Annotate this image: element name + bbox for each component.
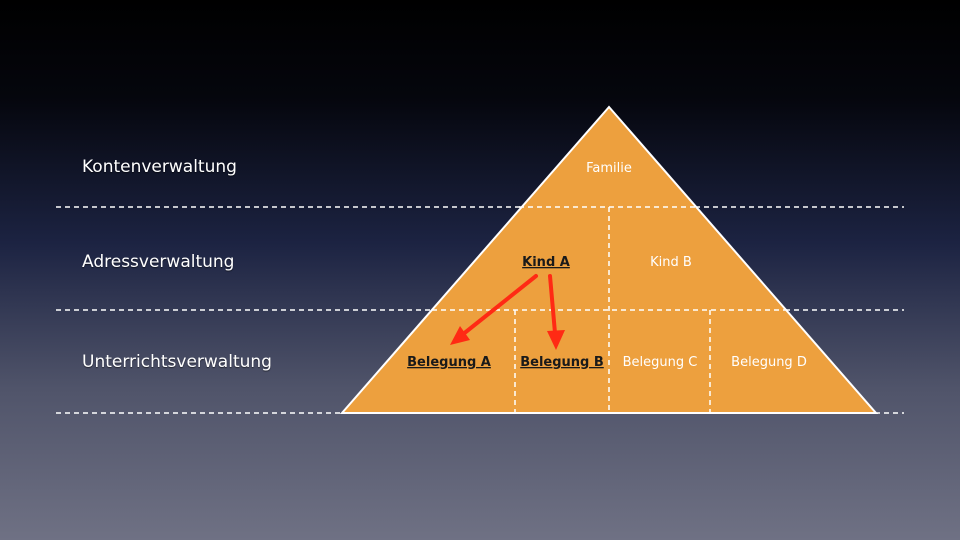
level-label-kontenverwaltung: Kontenverwaltung: [82, 157, 237, 177]
arrowhead-belegung-a-icon: [450, 326, 470, 345]
arrowhead-belegung-b-icon: [547, 330, 565, 350]
arrow-kind-a-to-belegung-b: [548, 274, 557, 335]
node-belegung-b: Belegung B: [520, 355, 604, 370]
node-kind-a: Kind A: [522, 255, 570, 270]
node-belegung-a: Belegung A: [407, 355, 491, 370]
node-belegung-c: Belegung C: [623, 355, 698, 370]
level-label-unterrichtsverwaltung: Unterrichtsverwaltung: [82, 352, 272, 372]
node-kind-b: Kind B: [650, 255, 692, 270]
node-familie: Familie: [586, 161, 632, 176]
node-belegung-d: Belegung D: [731, 355, 807, 370]
pyramid-shape: [339, 105, 879, 414]
level-label-adressverwaltung: Adressverwaltung: [82, 252, 235, 272]
arrow-kind-a-to-belegung-a: [460, 274, 538, 337]
